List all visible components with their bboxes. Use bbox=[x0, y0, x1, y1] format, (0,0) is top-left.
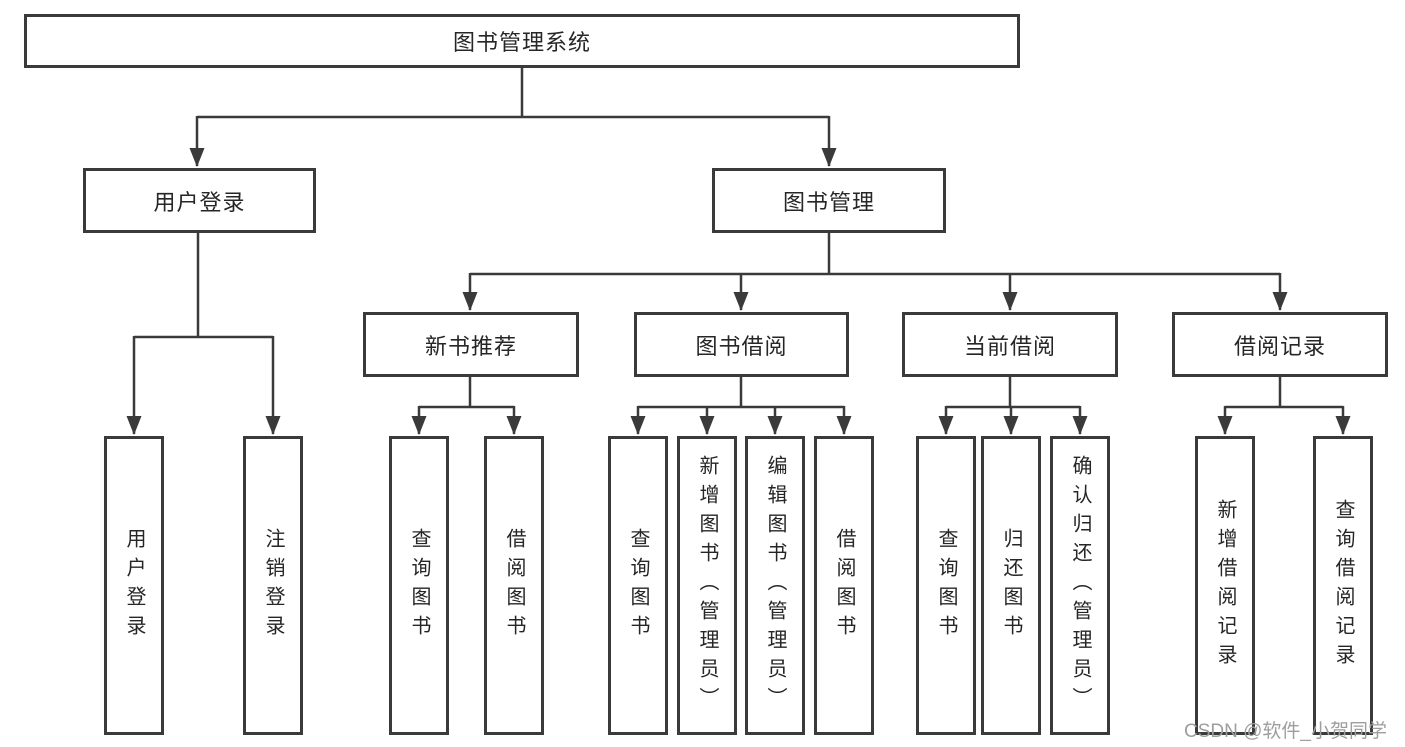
node-new-book-recommend: 新书推荐 bbox=[363, 312, 579, 377]
node-borrowing-records: 借阅记录 bbox=[1172, 312, 1388, 377]
leaf-borrow-books-recommend: 借阅图书 bbox=[484, 436, 544, 735]
leaf-query-books-borrowing: 查询图书 bbox=[608, 436, 668, 735]
leaf-return-books: 归还图书 bbox=[981, 436, 1041, 735]
arrowheads bbox=[126, 148, 1351, 435]
leaf-user-login: 用户登录 bbox=[104, 436, 164, 735]
node-user-login: 用户登录 bbox=[83, 168, 316, 233]
leaf-add-books-admin: 新增图书（管理员） bbox=[677, 436, 737, 735]
leaf-add-borrow-record: 新增借阅记录 bbox=[1195, 436, 1255, 735]
leaf-edit-books-admin: 编辑图书（管理员） bbox=[745, 436, 805, 735]
leaf-query-books-recommend: 查询图书 bbox=[389, 436, 449, 735]
node-library-management-system: 图书管理系统 bbox=[24, 14, 1020, 68]
leaf-borrow-books: 借阅图书 bbox=[814, 436, 874, 735]
node-book-management: 图书管理 bbox=[712, 168, 946, 233]
leaf-query-borrow-record: 查询借阅记录 bbox=[1313, 436, 1373, 735]
leaf-logout: 注销登录 bbox=[243, 436, 303, 735]
watermark-text: CSDN @软件_小贺同学 bbox=[1184, 721, 1387, 742]
leaf-confirm-return-admin: 确认归还（管理员） bbox=[1050, 436, 1110, 735]
leaf-query-books-current: 查询图书 bbox=[916, 436, 976, 735]
node-current-borrowing: 当前借阅 bbox=[902, 312, 1118, 377]
node-book-borrowing: 图书借阅 bbox=[634, 312, 849, 377]
